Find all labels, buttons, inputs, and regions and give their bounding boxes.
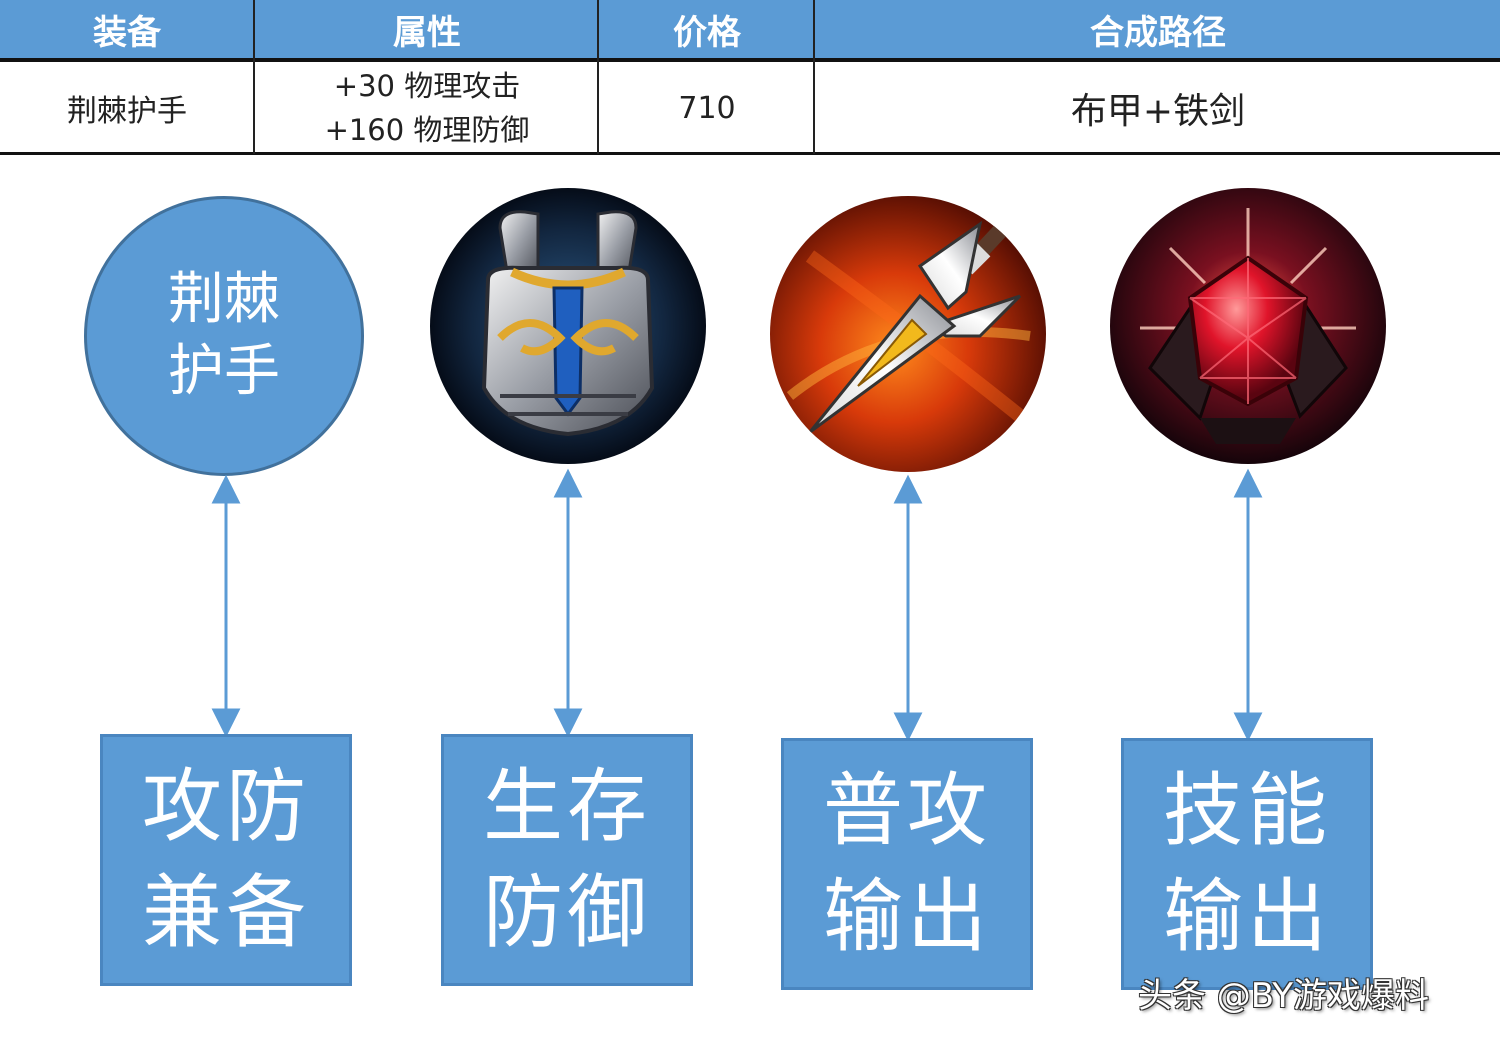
role-box-survival: 生存 防御	[441, 734, 693, 986]
double-arrow-icon	[553, 468, 583, 738]
double-arrow-icon	[893, 474, 923, 742]
double-arrow-icon	[211, 474, 241, 738]
box-label-line1: 技能	[1163, 764, 1331, 857]
cell-price: 710	[678, 90, 736, 126]
cell-recipe: 布甲+铁剑	[1070, 91, 1246, 132]
header-recipe: 合成路径	[1090, 12, 1226, 53]
attr-defense: +160 物理防御	[324, 113, 530, 147]
watermark: 头条 @BY游戏爆料	[1138, 976, 1430, 1016]
column-divider	[253, 0, 255, 154]
box-label-line1: 普攻	[823, 764, 991, 857]
table-bottom-border	[0, 152, 1500, 155]
header-attributes: 属性	[393, 12, 461, 53]
header-price: 价格	[673, 12, 741, 53]
box-label-line1: 生存	[483, 760, 651, 853]
role-box-offense-defense: 攻防 兼备	[100, 734, 352, 986]
circle-label-line1: 荆棘	[168, 267, 280, 332]
item-name-circle: 荆棘 护手	[84, 196, 364, 476]
table-row: 荆棘护手 +30 物理攻击 +160 物理防御 710 布甲+铁剑	[0, 62, 1500, 154]
attr-attack: +30 物理攻击	[333, 69, 521, 103]
column-divider	[813, 0, 815, 154]
cell-attributes: +30 物理攻击 +160 物理防御	[256, 62, 598, 154]
box-label-line2: 兼备	[142, 866, 310, 959]
armor-chestplate-icon	[430, 188, 706, 464]
header-item: 装备	[93, 12, 161, 53]
column-divider	[597, 0, 599, 154]
double-arrow-icon	[1233, 468, 1263, 742]
table-header-row: 装备 属性 价格 合成路径	[0, 0, 1500, 58]
box-label-line2: 输出	[823, 870, 991, 963]
circle-label-line2: 护手	[168, 339, 280, 404]
box-label-line2: 输出	[1163, 870, 1331, 963]
box-label-line1: 攻防	[142, 760, 310, 853]
red-gem-icon	[1110, 188, 1386, 464]
role-box-basic-attack: 普攻 输出	[781, 738, 1033, 990]
cell-item-name: 荆棘护手	[67, 94, 187, 129]
table-divider	[0, 58, 1500, 62]
iron-sword-spear-icon	[770, 196, 1046, 472]
role-box-skill-damage: 技能 输出	[1121, 738, 1373, 990]
box-label-line2: 防御	[483, 866, 651, 959]
